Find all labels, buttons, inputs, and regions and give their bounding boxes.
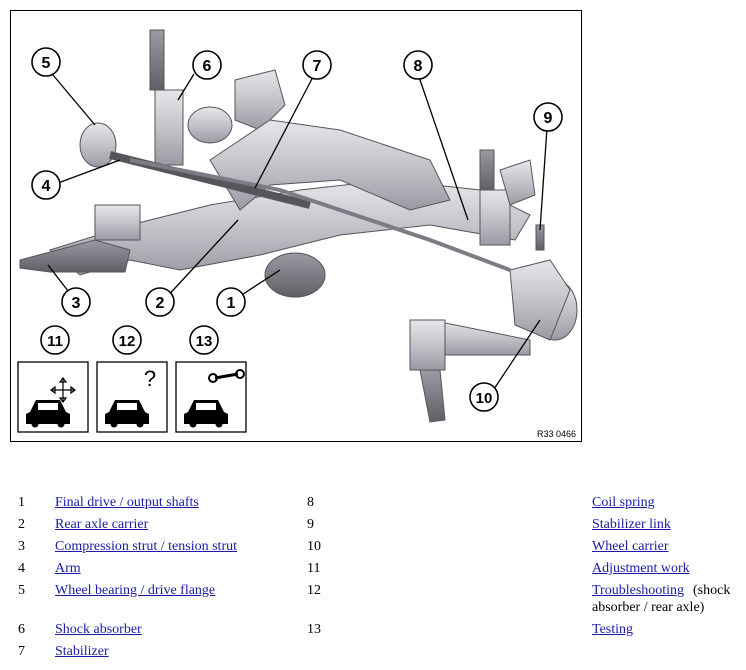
svg-text:9: 9 (544, 110, 553, 127)
troubleshooting-note: (shock (693, 583, 731, 598)
callout-10: 10 (469, 382, 499, 412)
callout-13: 13 (189, 325, 219, 355)
svg-text:4: 4 (42, 178, 51, 195)
troubleshooting-note-cont: absorber / rear axle) (592, 600, 705, 615)
svg-text:10: 10 (476, 390, 493, 407)
image-code: R33 0466 (537, 429, 576, 439)
testing-car-icon (175, 361, 247, 433)
legend-row: 1 Final drive / output shafts 8 Coil spr… (18, 495, 655, 510)
legend-row: 4 Arm 11 Adjustment work (18, 561, 690, 576)
link-compression-strut[interactable]: Compression strut / tension strut (55, 539, 237, 554)
link-troubleshooting[interactable]: Troubleshooting (592, 583, 685, 598)
legend-row: 7 Stabilizer (18, 644, 109, 659)
svg-text:5: 5 (42, 55, 51, 72)
callout-6: 6 (192, 50, 222, 80)
callout-2: 2 (145, 287, 175, 317)
link-shock-absorber[interactable]: Shock absorber (55, 622, 142, 637)
callout-4: 4 (31, 170, 61, 200)
callout-1: 1 (216, 287, 246, 317)
legend-row: 2 Rear axle carrier 9 Stabilizer link (18, 517, 671, 532)
link-arm[interactable]: Arm (55, 561, 81, 576)
callout-7: 7 (302, 50, 332, 80)
link-testing[interactable]: Testing (592, 622, 634, 637)
svg-text:2: 2 (156, 295, 165, 312)
legend-row: 6 Shock absorber 13 Testing (18, 622, 634, 637)
link-coil-spring[interactable]: Coil spring (592, 495, 655, 510)
svg-text:?: ? (144, 366, 156, 391)
svg-text:8: 8 (414, 58, 423, 75)
svg-text:7: 7 (313, 58, 322, 75)
adjustment-car-icon (17, 361, 89, 433)
link-wheel-carrier[interactable]: Wheel carrier (592, 539, 669, 554)
troubleshooting-car-icon: ? (96, 361, 168, 433)
link-adjustment-work[interactable]: Adjustment work (592, 561, 690, 576)
callout-3: 3 (61, 287, 91, 317)
svg-text:13: 13 (196, 333, 213, 350)
callout-11: 11 (40, 325, 70, 355)
legend-row: 3 Compression strut / tension strut 10 W… (18, 539, 669, 554)
link-stabilizer-link[interactable]: Stabilizer link (592, 517, 671, 532)
svg-text:12: 12 (119, 333, 136, 350)
svg-text:6: 6 (203, 58, 212, 75)
callout-5: 5 (31, 47, 61, 77)
rear-axle-diagram: 5 6 7 8 9 4 3 2 1 10 11 12 13 ? R33 0466 (10, 10, 582, 442)
callout-12: 12 (112, 325, 142, 355)
callout-8: 8 (403, 50, 433, 80)
link-stabilizer[interactable]: Stabilizer (55, 644, 109, 659)
svg-text:3: 3 (72, 295, 81, 312)
link-rear-axle-carrier[interactable]: Rear axle carrier (55, 517, 149, 532)
svg-text:11: 11 (47, 333, 63, 350)
axle-illustration (19, 29, 578, 423)
legend-row: 5 Wheel bearing / drive flange 12 Troubl… (18, 583, 731, 615)
callout-circles: 5 6 7 8 9 4 3 2 1 10 11 12 13 (31, 47, 563, 412)
link-final-drive[interactable]: Final drive / output shafts (55, 495, 199, 510)
callout-9: 9 (533, 102, 563, 132)
svg-text:1: 1 (227, 295, 236, 312)
leader-lines (47, 72, 548, 396)
link-wheel-bearing[interactable]: Wheel bearing / drive flange (55, 583, 216, 598)
